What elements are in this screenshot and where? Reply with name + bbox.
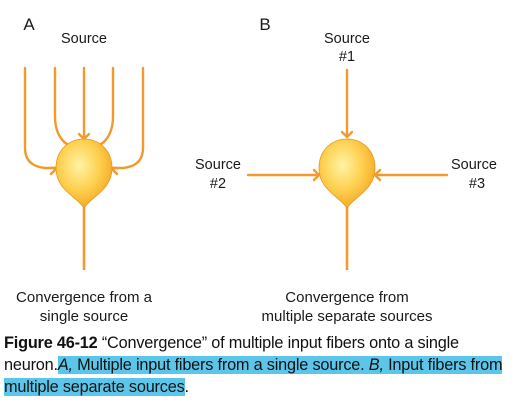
panel-b-letter: B — [259, 15, 270, 34]
caption-b-text: Input fibers from multiple separate sour… — [4, 356, 503, 396]
figure-number: Figure 46-12 — [4, 334, 98, 352]
caption-b-label: B, — [368, 356, 384, 374]
source-1-number: #1 — [339, 49, 355, 65]
panel-b-neuron — [318, 138, 376, 270]
panel-a-soma — [55, 138, 113, 209]
caption-highlight: A, Multiple input fibers from a single s… — [4, 356, 503, 396]
source-1-label: Source — [324, 31, 370, 47]
caption-a-label: A, — [57, 356, 73, 374]
figure-caption: Figure 46-12 “Convergence” of multiple i… — [4, 334, 503, 396]
panel-a-input-fibers — [23, 66, 145, 176]
source-2-number: #2 — [210, 176, 226, 192]
source-3-number: #3 — [469, 176, 485, 192]
panel-b-caption-line2: multiple separate sources — [262, 308, 433, 325]
panel-a-caption-line1: Convergence from a — [16, 289, 153, 306]
panel-a-caption-line2: single source — [40, 308, 128, 325]
source-3-label: Source — [451, 157, 497, 173]
caption-main-text: “Convergence” of multiple input fibers o… — [4, 334, 459, 374]
convergence-diagram: A Source Convergence from a single sourc… — [16, 15, 497, 325]
panel-a-neuron — [55, 138, 113, 270]
panel-b-soma — [318, 138, 376, 209]
panel-a-source-label: Source — [61, 31, 107, 47]
panel-a-letter: A — [23, 15, 35, 34]
caption-a-text: Multiple input fibers from a single sour… — [72, 356, 365, 374]
source-2-label: Source — [195, 157, 241, 173]
panel-b-input-fibers — [246, 68, 449, 182]
panel-b-caption-line1: Convergence from — [285, 289, 408, 306]
